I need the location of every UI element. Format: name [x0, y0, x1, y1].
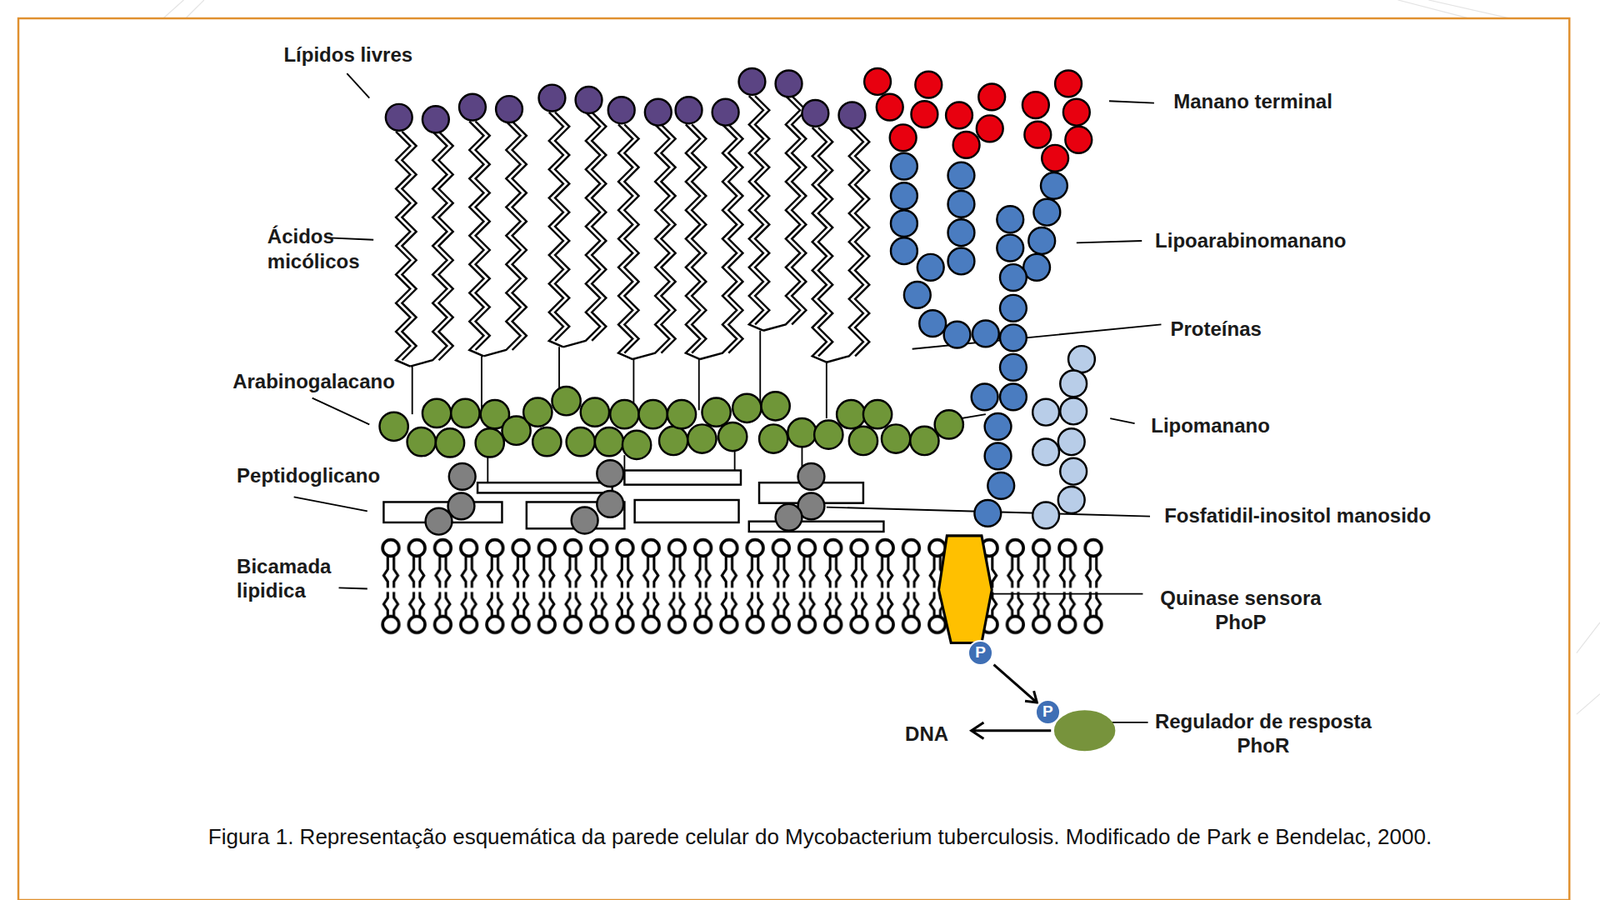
lipid-bilayer [378, 536, 1107, 635]
part-label: Manano terminal [1173, 89, 1480, 114]
part-label: Peptidoglicano [236, 463, 502, 488]
phosphate-circle: P [1035, 699, 1061, 725]
mycolic-acids [385, 68, 870, 367]
leader-lines [294, 73, 1162, 723]
part-label: Lipoarabinomanano [1155, 228, 1461, 253]
phosphate-label: P [975, 643, 986, 662]
arabinogalactan [380, 386, 964, 460]
figure-caption: Figura 1. Representação esquemática da p… [208, 822, 1455, 852]
decor-lines [163, 0, 1600, 715]
lipoarabinomannan [890, 153, 1068, 527]
phosphotransfer-arrow [994, 665, 1038, 704]
frame [18, 18, 1570, 900]
part-label: Regulador de resposta PhoR [1140, 709, 1386, 759]
sensor-kinase [939, 535, 993, 644]
lipomannan [1032, 345, 1095, 529]
terminal-mannan [864, 68, 1092, 172]
peptidoglycan-units [425, 460, 825, 535]
part-label: Arabinogalacano [232, 369, 498, 394]
part-label: Proteínas [1170, 316, 1375, 341]
response-regulator [1054, 710, 1115, 751]
phosphate-label: P [1042, 702, 1054, 721]
part-label: DNA [905, 721, 987, 746]
part-label: Fosfatidil-inositol manosido [1164, 503, 1532, 528]
part-label: Lípidos livres [283, 42, 508, 67]
part-label: Bicamada lipidica [236, 554, 350, 604]
phosphate-circle: P [967, 640, 994, 666]
part-label: Quinase sensora PhoP [1144, 585, 1339, 635]
dna-arrow [971, 722, 1052, 740]
part-label: Ácidos micólicos [267, 224, 380, 274]
part-label: Lipomanano [1150, 413, 1355, 438]
